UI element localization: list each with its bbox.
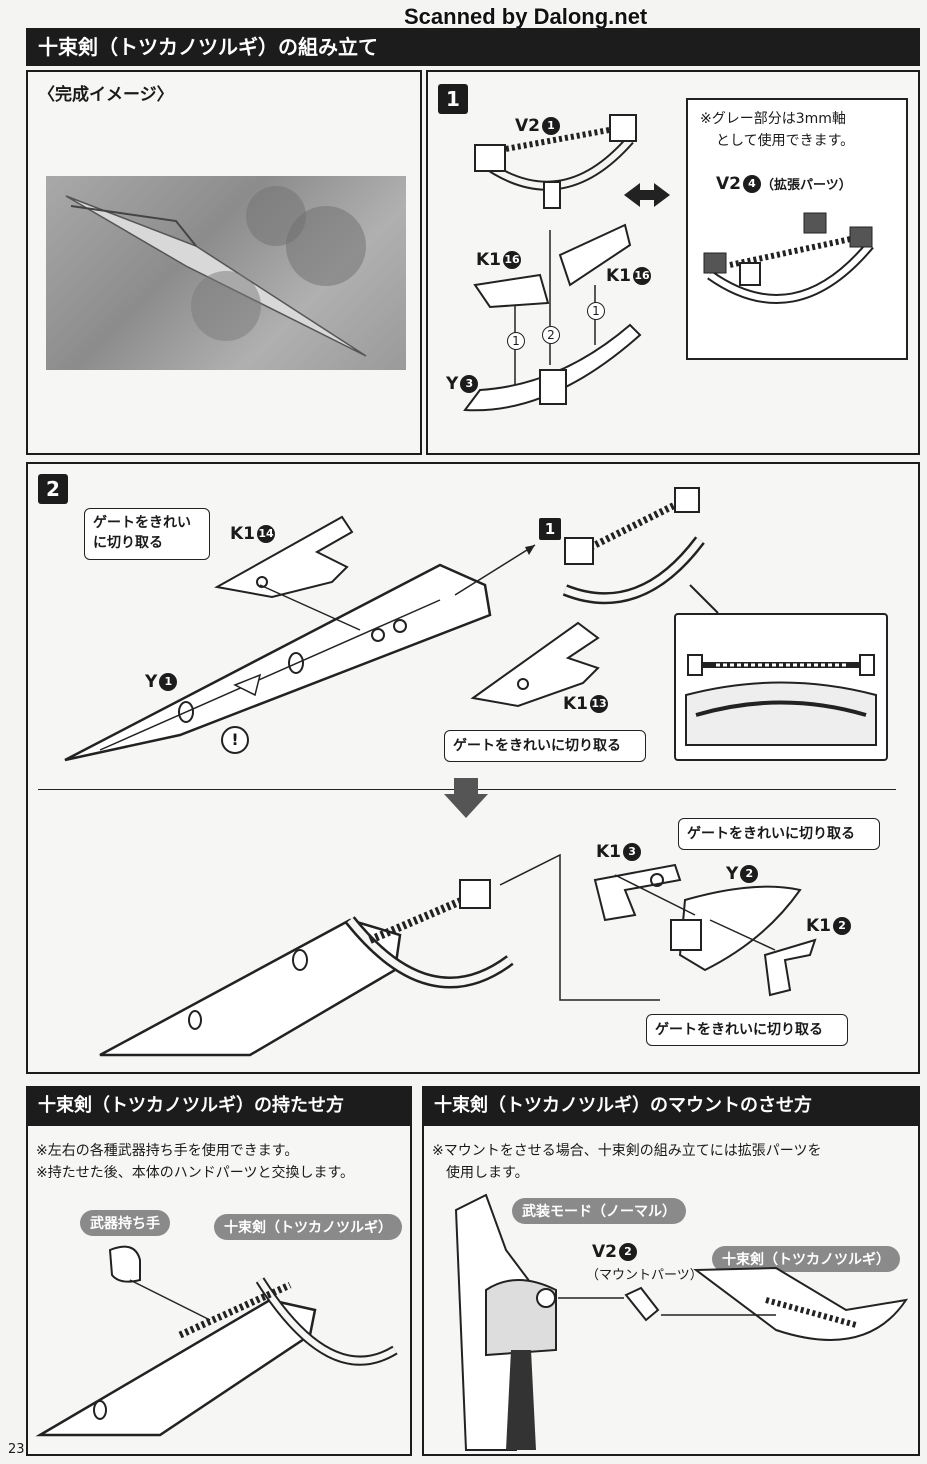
mount-art <box>454 1193 909 1451</box>
step2-assembled-handguard-art <box>562 487 705 605</box>
step1-inset-v2-suffix: （拡張パーツ） <box>761 178 852 193</box>
step2-y1-badge: 1 <box>159 673 178 691</box>
main-title-bar: 十束剣（トツカノツルギ）の組み立て <box>26 28 920 66</box>
step1-parts-art <box>463 223 642 412</box>
step2-zoom-art <box>685 654 877 746</box>
hold-note-2: ※持たせた後、本体のハンドパーツと交換します。 <box>36 1165 355 1181</box>
mount-v2-sub: （マウントパーツ） <box>586 1268 703 1283</box>
preview-sword-art <box>65 186 367 357</box>
mount-note-1: ※マウントをさせる場合、十束剣の組み立てには拡張パーツを <box>432 1143 822 1159</box>
step2-k1-3-code: K1 <box>596 842 622 862</box>
step2-k1-13-badge: 13 <box>590 695 609 713</box>
zoom-pointer-icon <box>689 584 719 614</box>
step1-inset-v2-code: V2 <box>716 174 741 194</box>
step2-arrows-top <box>259 544 536 631</box>
step2-gate-callout-1-line2: に切り取る <box>93 535 163 551</box>
step2-k1-2-badge: 2 <box>833 917 852 935</box>
step1-inset-note-1: ※グレー部分は3mm軸 <box>700 111 846 127</box>
mount-v2-code: V2 <box>592 1242 617 1262</box>
step2-k1-14-badge: 14 <box>257 525 276 543</box>
hold-pill-sword: 十束剣（トツカノツルギ） <box>214 1214 402 1240</box>
preview-image <box>46 176 406 370</box>
swap-arrow-icon <box>624 183 670 207</box>
step1-order-2: 2 <box>542 326 560 344</box>
step1-v2-code: V2 <box>515 116 540 136</box>
step2-small-parts-art <box>593 863 817 997</box>
step2-gate-callout-1: ゲートをきれい に切り取る <box>84 508 210 560</box>
step1-y-badge: 3 <box>460 375 479 393</box>
step1-v2-badge: 1 <box>542 117 560 135</box>
step1-handguard-art <box>474 114 637 209</box>
step1-k1-left-badge: 16 <box>503 251 522 269</box>
step2-y2-code: Y <box>726 864 739 884</box>
step2-ref-step1: 1 <box>539 518 561 540</box>
step2-k1-3-badge: 3 <box>623 843 642 861</box>
watermark-text: Scanned by Dalong.net <box>404 4 648 29</box>
hold-note-1: ※左右の各種武器持ち手を使用できます。 <box>36 1143 299 1159</box>
step2-gate-callout-3: ゲートをきれいに切り取る <box>678 818 880 850</box>
step2-k1-2-code: K1 <box>806 916 832 936</box>
mount-title: 十束剣（トツカノツルギ）のマウントのさせ方 <box>434 1095 812 1116</box>
step2-blade-art <box>64 563 492 762</box>
step2-gate-callout-2: ゲートをきれいに切り取る <box>444 730 646 762</box>
step1-inset-art <box>703 212 874 304</box>
mount-title-bar: 十束剣（トツカノツルギ）のマウントのさせ方 <box>422 1086 920 1126</box>
step1-inset-note-2: として使用できます。 <box>716 133 855 149</box>
preview-label: 〈完成イメージ〉 <box>38 85 174 105</box>
step2-gate-callout-4: ゲートをきれいに切り取る <box>646 1014 848 1046</box>
step1-number: 1 <box>438 84 468 114</box>
hold-title: 十束剣（トツカノツルギ）の持たせ方 <box>38 1095 344 1116</box>
mount-note-2: 使用します。 <box>432 1165 529 1181</box>
step1-order-1a: 1 <box>507 332 525 350</box>
mount-pill-sword: 十束剣（トツカノツルギ） <box>712 1246 900 1272</box>
step2-y2-badge: 2 <box>740 865 759 883</box>
step2-k1-13-art <box>470 621 600 708</box>
step1-k1-right-badge: 16 <box>633 267 652 285</box>
page-title: 十束剣（トツカノツルギ）の組み立て <box>38 35 378 59</box>
step2-gate-callout-1-line1: ゲートをきれい <box>93 515 191 531</box>
mount-pill-mode: 武装モード（ノーマル） <box>512 1198 686 1224</box>
step1-y-code: Y <box>446 374 459 394</box>
step2-zoom-box <box>674 613 888 761</box>
step2-number: 2 <box>38 474 68 504</box>
hold-title-bar: 十束剣（トツカノツルギ）の持たせ方 <box>26 1086 412 1126</box>
step2-y1-code: Y <box>145 672 158 692</box>
step2-k1-13-code: K1 <box>563 694 589 714</box>
down-arrow-icon <box>444 778 488 818</box>
step2-k1-14-code: K1 <box>230 524 256 544</box>
step1-k1-left-code: K1 <box>476 250 502 270</box>
step1-order-1b: 1 <box>587 302 605 320</box>
mount-v2-badge: 2 <box>619 1243 637 1261</box>
hold-art <box>35 1245 398 1437</box>
warning-icon: ! <box>221 726 249 754</box>
step2-final-sword-art <box>99 853 660 1057</box>
step1-k1-right-code: K1 <box>606 266 632 286</box>
hold-pill-hand: 武器持ち手 <box>80 1210 170 1236</box>
step1-inset-v2-badge: 4 <box>743 175 761 193</box>
page-number: 23 <box>8 1442 25 1457</box>
